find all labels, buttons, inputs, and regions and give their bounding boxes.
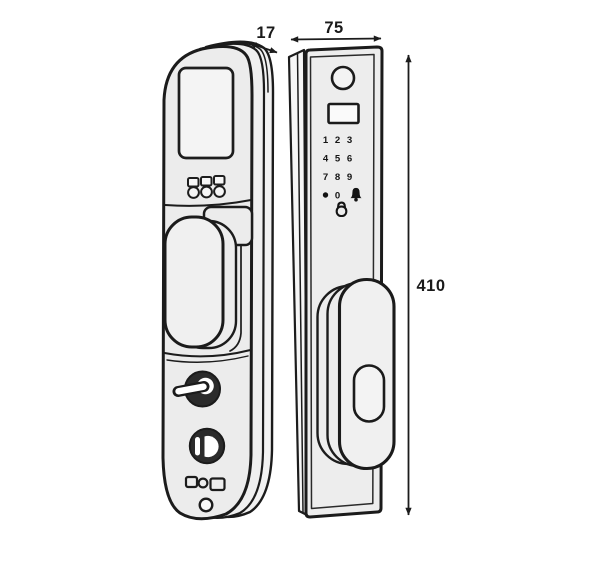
oval-keyhole xyxy=(352,364,386,423)
keypad-digit: 6 xyxy=(347,154,352,165)
dimension-height: 410 xyxy=(405,54,446,516)
round-button xyxy=(213,185,226,198)
interior-handle xyxy=(163,215,225,349)
thumbturn-knob-icon xyxy=(172,370,221,408)
keypad-digit: 2 xyxy=(335,135,340,146)
bell-icon xyxy=(350,187,362,202)
keypad-digit-zero: 0 xyxy=(335,191,340,202)
port-circle xyxy=(197,477,209,489)
reader-window xyxy=(327,102,360,125)
camera-lens-icon xyxy=(330,65,356,91)
dimension-depth: 17 xyxy=(248,24,278,54)
port-square xyxy=(184,475,199,489)
square-button xyxy=(213,175,226,186)
keypad-digit: 8 xyxy=(335,172,341,183)
keypad-digit: 5 xyxy=(335,154,341,165)
dimension-annotations: 17 75 410 xyxy=(248,19,446,516)
round-button xyxy=(200,185,213,199)
lower-mount-curve xyxy=(163,348,252,358)
keypad-digit: 9 xyxy=(347,172,352,183)
keyhole-icon xyxy=(188,427,226,465)
dimension-height-label: 410 xyxy=(417,277,446,295)
dimension-width-arrow xyxy=(290,35,382,43)
plate-inner-edge xyxy=(309,53,375,510)
dimension-depth-label: 17 xyxy=(256,24,275,42)
interior-unit-side-view xyxy=(161,40,275,521)
mount-edge-line xyxy=(229,244,242,352)
bottom-screw-hole xyxy=(198,497,214,513)
exterior-unit-front-view: 1 2 3 4 5 6 7 8 9 0 xyxy=(287,45,396,519)
lower-mount-curve-2 xyxy=(166,355,249,363)
padlock-icon xyxy=(335,201,348,218)
bottom-ports xyxy=(184,475,226,492)
dimension-depth-arrow xyxy=(248,42,278,54)
keypad-digit: 4 xyxy=(323,154,329,165)
panel-divider-line xyxy=(164,199,252,207)
dimension-width: 75 xyxy=(290,19,382,43)
side-strip-ridge xyxy=(296,52,304,513)
keypad-digit: 1 xyxy=(323,135,329,146)
square-button xyxy=(200,176,213,187)
dot-key-icon xyxy=(322,192,329,198)
dimension-width-label: 75 xyxy=(324,19,343,37)
square-button xyxy=(187,177,200,188)
keypad: 1 2 3 4 5 6 7 8 9 0 xyxy=(322,135,362,218)
port-square xyxy=(209,477,226,492)
keypad-digit: 3 xyxy=(347,135,352,146)
display-screen xyxy=(177,66,235,160)
button-cluster xyxy=(187,175,226,199)
round-button xyxy=(187,186,200,199)
keypad-digit: 7 xyxy=(323,172,328,183)
